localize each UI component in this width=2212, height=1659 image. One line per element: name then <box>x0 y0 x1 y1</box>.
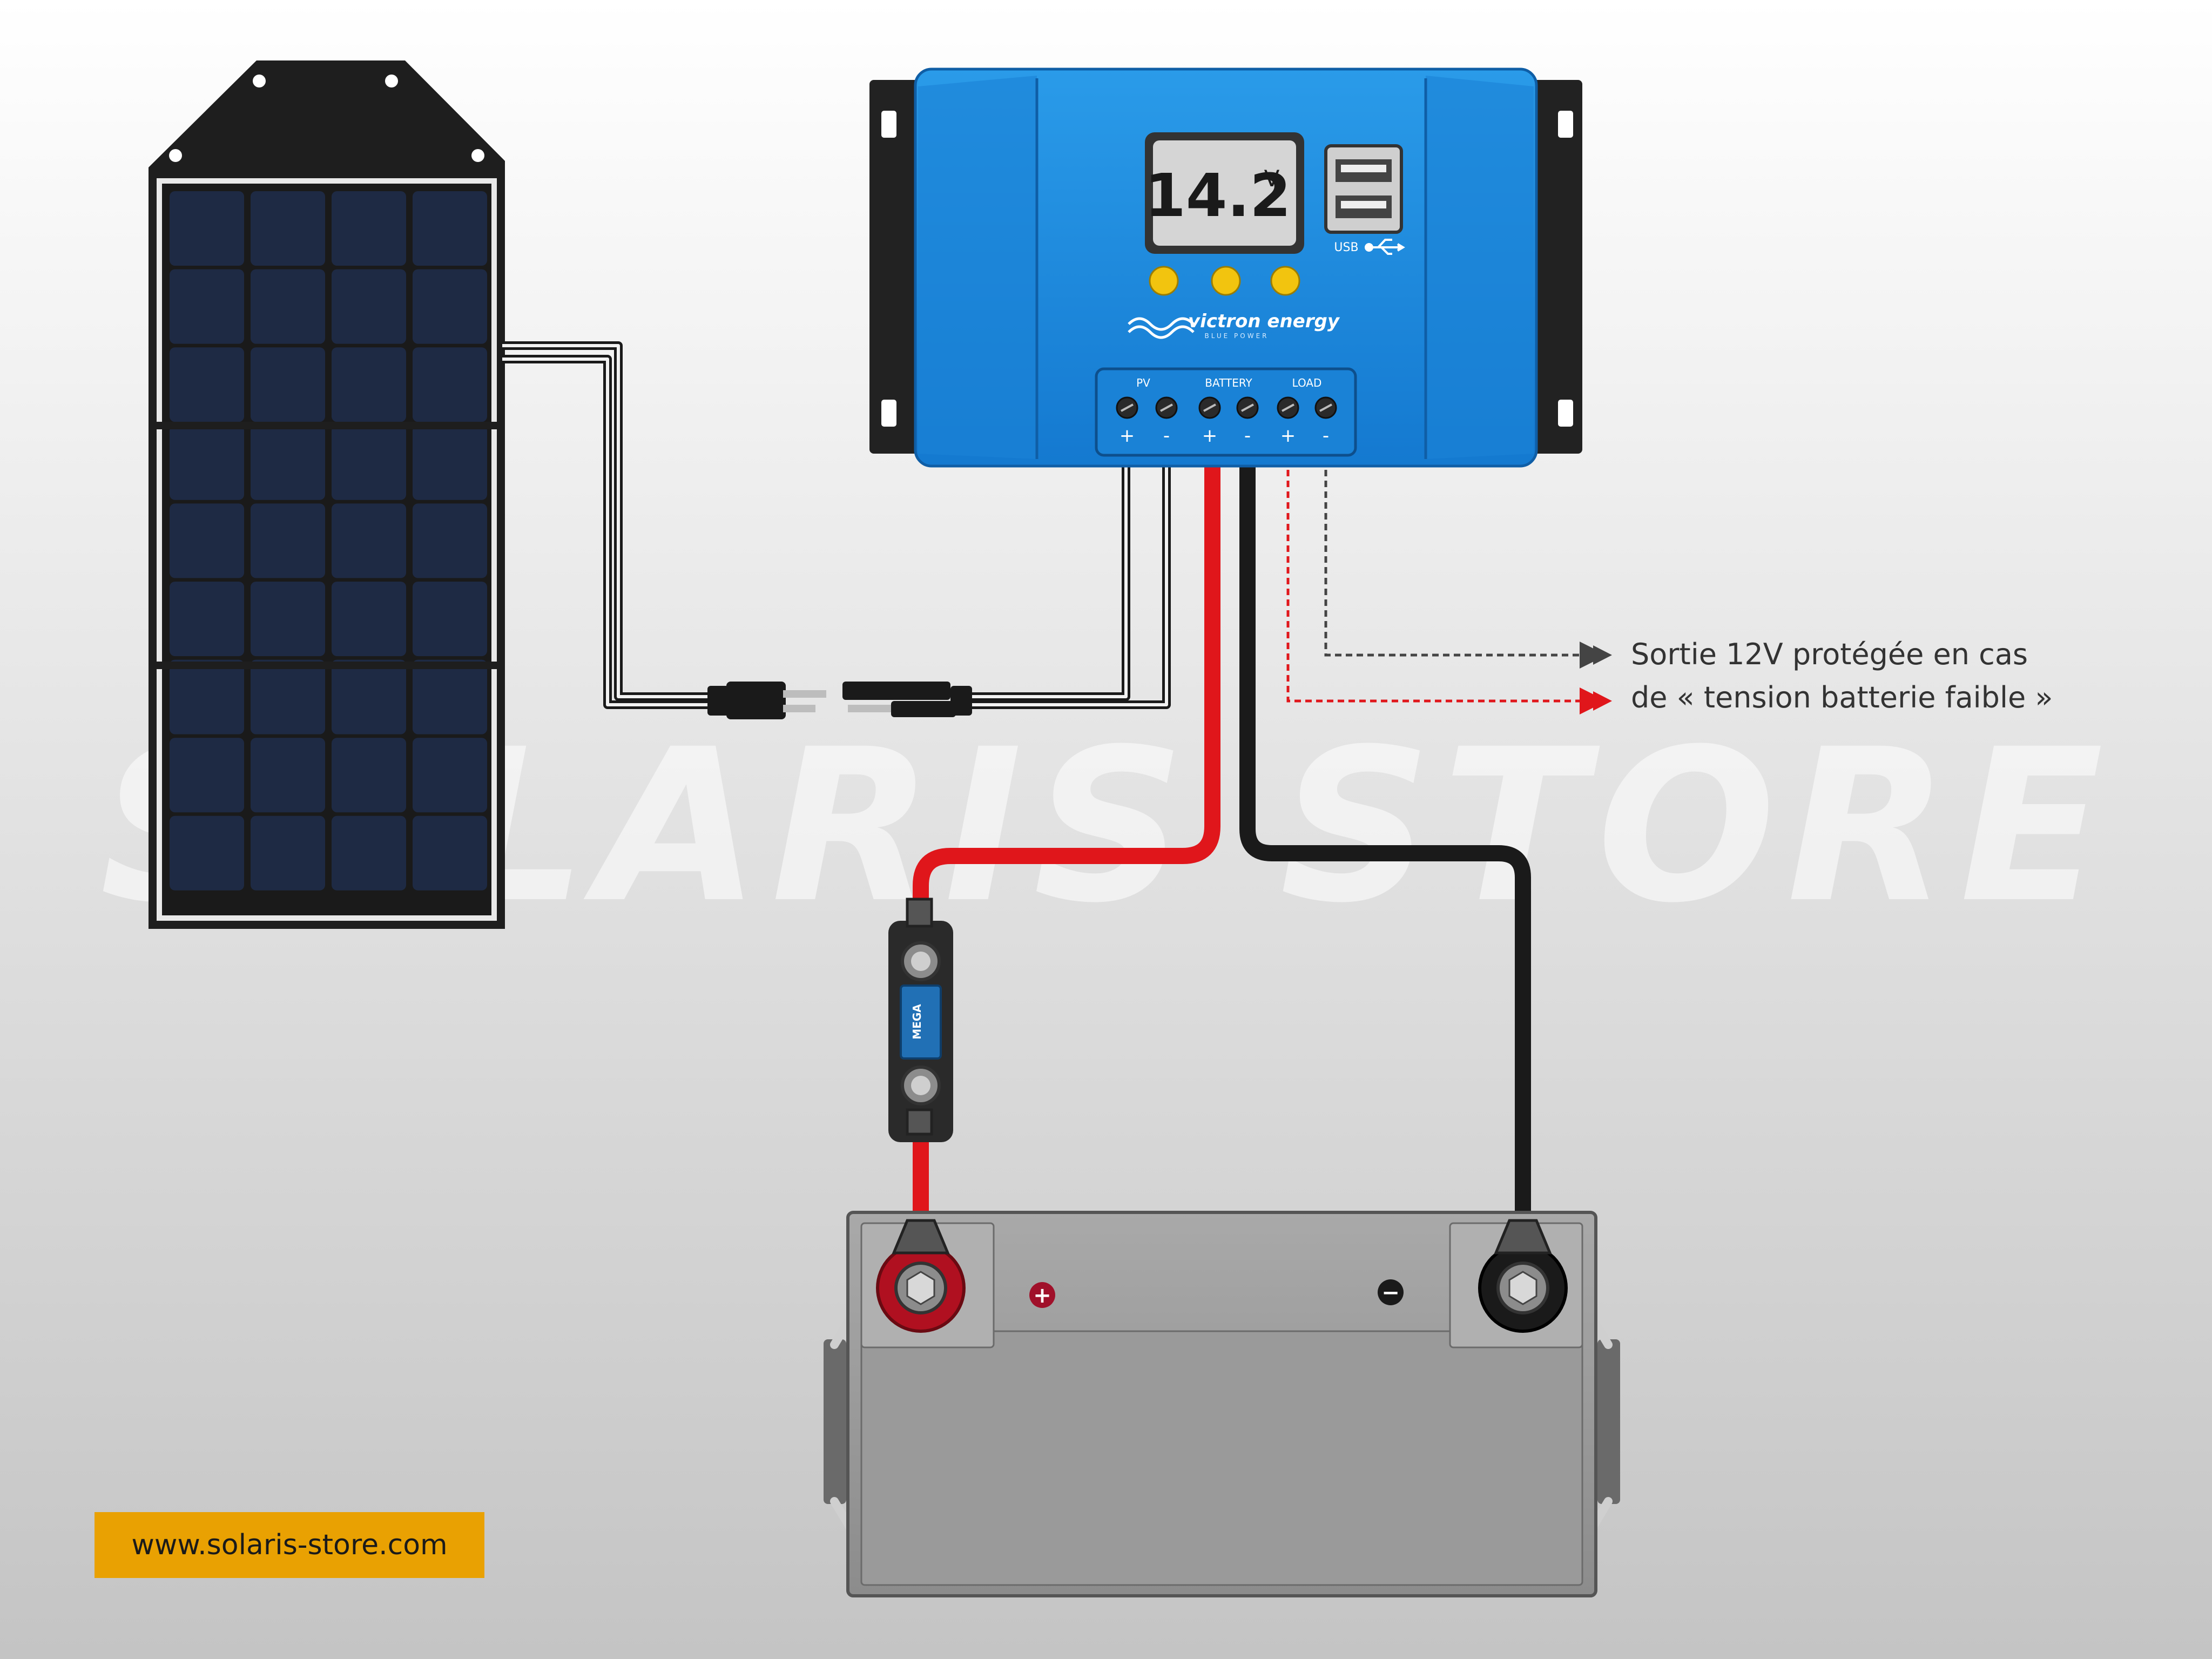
terminal-group-battery: BATTERY <box>1205 376 1252 389</box>
solar-cell <box>332 191 406 266</box>
fuse-label: MEGA <box>911 1004 923 1040</box>
solar-cell <box>251 815 325 891</box>
terminal-sign: - <box>1323 425 1329 447</box>
load-note-line2: de « tension batterie faible » <box>1631 680 2053 714</box>
terminal-sign: + <box>1280 425 1296 447</box>
solar-cell <box>332 503 406 578</box>
terminal-block <box>1095 367 1357 457</box>
terminal-group-pv: PV <box>1136 376 1150 389</box>
website-badge[interactable] <box>95 1512 484 1578</box>
solar-cell <box>170 425 244 500</box>
solar-cell <box>332 815 406 891</box>
fuse-icon: MEGA <box>888 898 953 1142</box>
solar-cell <box>332 582 406 656</box>
solar-cell <box>251 425 325 500</box>
arrow-right-icon <box>1593 691 1612 711</box>
solar-cell <box>413 815 487 891</box>
solar-cell <box>170 738 244 813</box>
terminal-sign: - <box>1163 425 1170 447</box>
screw-slot <box>1241 403 1254 412</box>
load-positive-line <box>1286 459 1607 714</box>
mega-fuse <box>900 984 942 1060</box>
battery-minus-marker <box>1378 1279 1404 1305</box>
solar-cell <box>332 659 406 734</box>
screw-slot <box>1121 403 1134 412</box>
controller-button-3[interactable] <box>1270 266 1300 296</box>
brand-tagline: BLUE POWER <box>1205 332 1269 340</box>
screw-slot <box>1319 403 1332 412</box>
solar-cell <box>332 269 406 344</box>
usb-symbol-icon <box>1365 239 1405 255</box>
solar-cell <box>332 738 406 813</box>
solar-cell <box>332 347 406 422</box>
load-note-line1: Sortie 12V protégée en cas <box>1631 637 2028 671</box>
load-negative-line <box>1324 459 1607 669</box>
solar-cell <box>251 191 325 266</box>
usb-port[interactable] <box>1324 144 1403 234</box>
mc4-connector <box>707 682 972 719</box>
pv-cable <box>502 341 1171 709</box>
solar-cell <box>170 191 244 266</box>
solar-cell <box>170 503 244 578</box>
controller-button-2[interactable] <box>1211 266 1241 296</box>
solar-cell <box>413 503 487 578</box>
solar-cell <box>251 738 325 813</box>
battery-positive-terminal <box>876 1219 966 1333</box>
solar-cell <box>251 269 325 344</box>
solar-cell <box>413 191 487 266</box>
screw-slot <box>1160 403 1173 412</box>
screw-slot <box>1282 403 1294 412</box>
lcd-unit: V <box>1264 165 1280 192</box>
terminal-sign: + <box>1120 425 1135 447</box>
solar-cell <box>413 738 487 813</box>
solar-cell <box>413 425 487 500</box>
lcd-value: 14.2 <box>1144 161 1291 230</box>
battery-negative-cable <box>1239 459 1531 1223</box>
solar-cell <box>170 659 244 734</box>
battery-plus-symbol: + <box>1033 1283 1051 1308</box>
battery-negative-terminal <box>1478 1219 1568 1333</box>
solar-cell <box>170 815 244 891</box>
victron-logo-icon <box>1128 317 1195 339</box>
solar-cell <box>170 582 244 656</box>
battery-minus-symbol: − <box>1381 1280 1400 1305</box>
solar-cell <box>170 269 244 344</box>
usb-label: USB <box>1334 241 1358 254</box>
solar-panel-icon <box>149 60 505 929</box>
controller-button-1[interactable] <box>1149 266 1179 296</box>
solar-cell <box>251 503 325 578</box>
solar-cell <box>413 269 487 344</box>
battery-icon: + − <box>824 1211 1620 1597</box>
arrow-right-icon <box>1593 645 1612 665</box>
brand-name: victron energy <box>1188 311 1340 332</box>
website-link[interactable]: www.solaris-store.com <box>131 1529 447 1561</box>
terminal-sign: + <box>1202 425 1218 447</box>
battery-positive-cable <box>913 459 1220 929</box>
solar-cell <box>251 659 325 734</box>
solar-cell <box>251 582 325 656</box>
screw-slot <box>1203 403 1216 412</box>
terminal-sign: - <box>1244 425 1251 447</box>
charge-controller: 14.2 V USB victron energy BLUE POWER PV <box>869 68 1582 468</box>
battery-plus-marker <box>1029 1282 1055 1308</box>
terminal-group-load: LOAD <box>1292 376 1322 389</box>
solar-cell <box>413 347 487 422</box>
solar-cell <box>251 347 325 422</box>
solar-cell <box>332 425 406 500</box>
solar-cell <box>170 347 244 422</box>
solar-cell <box>413 582 487 656</box>
solar-cell <box>413 659 487 734</box>
